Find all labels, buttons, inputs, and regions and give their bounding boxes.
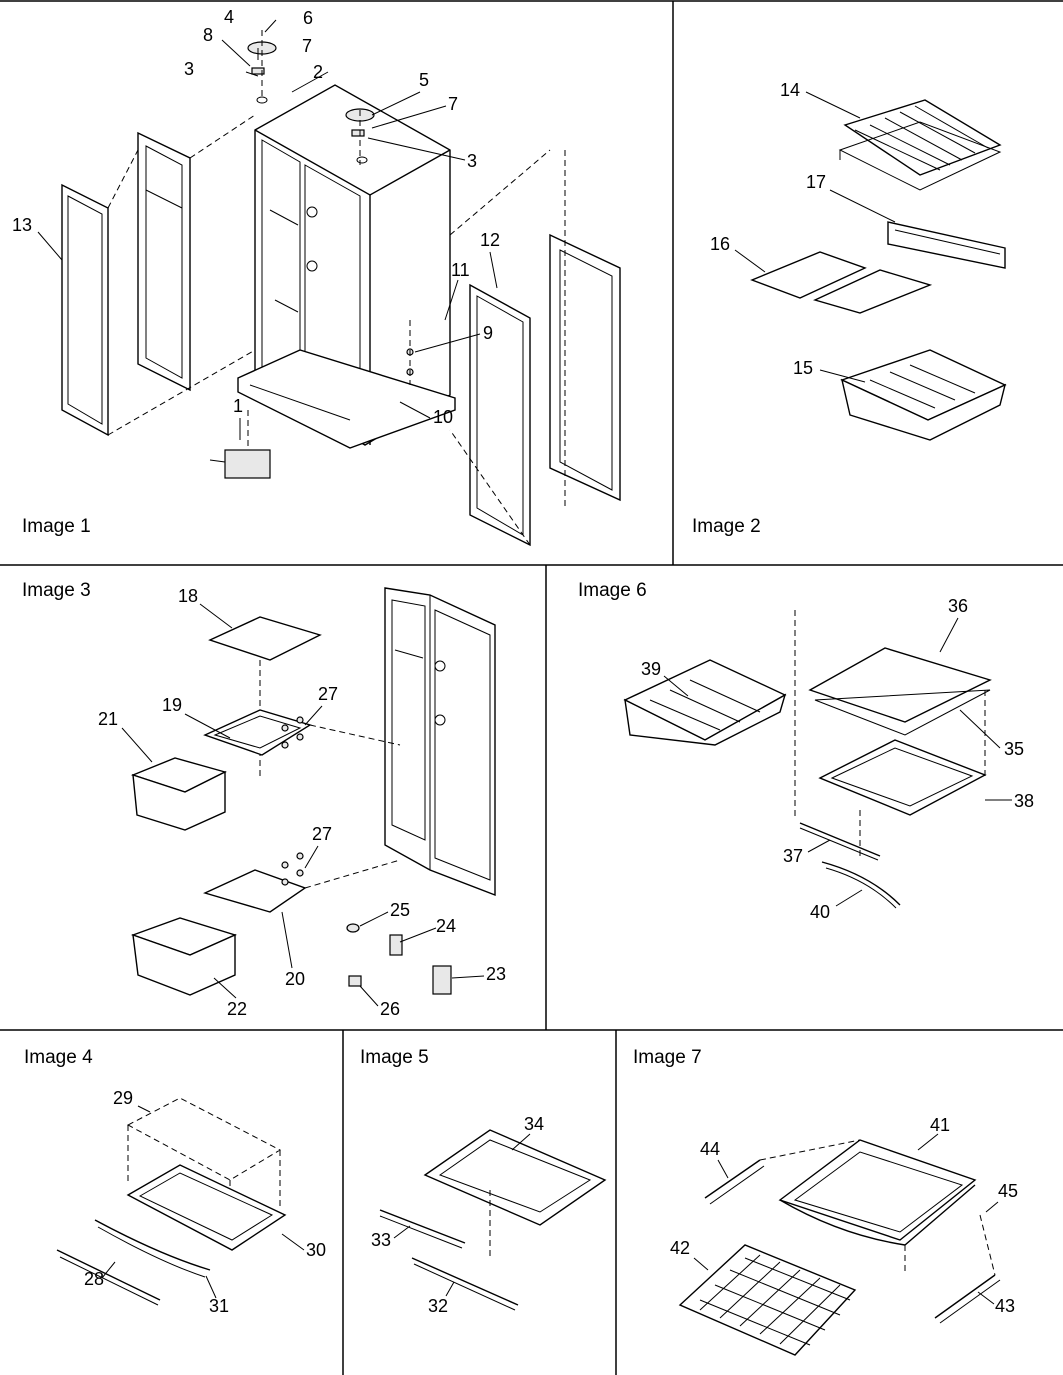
callout: 22	[227, 999, 247, 1019]
glass-shelf-36	[808, 647, 992, 723]
shelf-41	[778, 1139, 977, 1241]
image-5-callouts: 32 33 34	[371, 1114, 544, 1316]
caption-image-5: Image 5	[360, 1047, 429, 1068]
cabinet-liner	[384, 587, 496, 897]
shelf-18	[208, 616, 322, 661]
callout: 11	[451, 260, 470, 280]
caption-image-7: Image 7	[633, 1047, 702, 1068]
image-1-drawing	[61, 30, 621, 547]
callout: 17	[806, 172, 826, 192]
callout: 2	[313, 62, 323, 82]
image-5-drawing	[379, 1129, 607, 1311]
callout: 7	[302, 36, 312, 56]
callout: 6	[303, 8, 313, 28]
door-gasket-right	[469, 283, 531, 547]
callout: 4	[224, 7, 234, 27]
callout: 32	[428, 1296, 448, 1316]
tray-left	[750, 251, 867, 299]
callout: 20	[285, 969, 305, 989]
callout: 13	[12, 215, 32, 235]
callout: 7	[448, 94, 458, 114]
callout: 15	[793, 358, 813, 378]
part-25	[346, 923, 360, 933]
callout: 3	[467, 151, 477, 171]
callout: 43	[995, 1296, 1015, 1316]
part-26	[348, 975, 362, 987]
trim-28	[56, 1249, 161, 1301]
callout: 45	[998, 1181, 1018, 1201]
caption-image-2: Image 2	[692, 516, 761, 537]
callout: 14	[780, 80, 800, 100]
callout: 28	[84, 1269, 104, 1289]
callout: 41	[930, 1115, 950, 1135]
callout: 9	[483, 323, 493, 343]
image-4-drawing	[56, 1097, 287, 1306]
leveler-assembly	[224, 449, 271, 479]
callout: 27	[312, 824, 332, 844]
callout: 16	[710, 234, 730, 254]
door-right	[549, 233, 621, 502]
callout: 27	[318, 684, 338, 704]
callout: 23	[486, 964, 506, 984]
image-6-drawing	[623, 610, 992, 909]
callout: 10	[433, 407, 453, 427]
image-2-drawing	[750, 99, 1007, 441]
callout: 12	[480, 230, 500, 250]
callout: 18	[178, 586, 198, 606]
callout: 36	[948, 596, 968, 616]
part-24	[389, 934, 403, 956]
callout: 40	[810, 902, 830, 922]
callout: 38	[1014, 791, 1034, 811]
caption-image-3: Image 3	[22, 580, 91, 601]
image-6-callouts: 35 36 37 38 39 40	[641, 596, 1034, 922]
image-3-callouts: 18 19 20 21 22 23 24 25 26 27 27	[98, 586, 506, 1019]
door-gasket-left	[61, 183, 109, 437]
callout: 39	[641, 659, 661, 679]
callout: 1	[233, 396, 243, 416]
callout: 35	[1004, 739, 1024, 759]
callout: 29	[113, 1088, 133, 1108]
callout: 8	[203, 25, 213, 45]
image-1-callouts: 1 2 3 3 4 5 6 7 7 8 9 10 11 12 13	[12, 7, 500, 440]
trim-31	[94, 1219, 211, 1271]
part-23	[432, 965, 452, 995]
callout: 19	[162, 695, 182, 715]
image-2-callouts: 14 15 16 17	[710, 80, 896, 383]
callout: 31	[209, 1296, 229, 1316]
callout: 21	[98, 709, 118, 729]
callout: 24	[436, 916, 456, 936]
cabinet-base	[237, 349, 456, 449]
callout: 33	[371, 1230, 391, 1250]
callout: 5	[419, 70, 429, 90]
callout: 34	[524, 1114, 544, 1134]
callout: 42	[670, 1238, 690, 1258]
image-7-drawing	[678, 1139, 1001, 1356]
image-4-callouts: 28 29 30 31	[84, 1088, 326, 1316]
callout: 30	[306, 1240, 326, 1260]
callout: 37	[783, 846, 803, 866]
image-3-drawing	[130, 587, 496, 996]
shelf-34	[423, 1129, 607, 1226]
dairy-bar	[887, 221, 1006, 269]
trim-32	[411, 1257, 519, 1306]
caption-image-4: Image 4	[24, 1047, 93, 1068]
callout: 25	[390, 900, 410, 920]
callout: 44	[700, 1139, 720, 1159]
callout: 3	[184, 59, 194, 79]
callout: 26	[380, 999, 400, 1019]
image-7-callouts: 41 42 43 44 45	[670, 1115, 1018, 1316]
caption-image-6: Image 6	[578, 580, 647, 601]
caption-image-1: Image 1	[22, 516, 91, 537]
door-liner-left	[137, 131, 191, 392]
crisper-frame-30	[126, 1164, 287, 1251]
tray-right	[813, 269, 933, 314]
